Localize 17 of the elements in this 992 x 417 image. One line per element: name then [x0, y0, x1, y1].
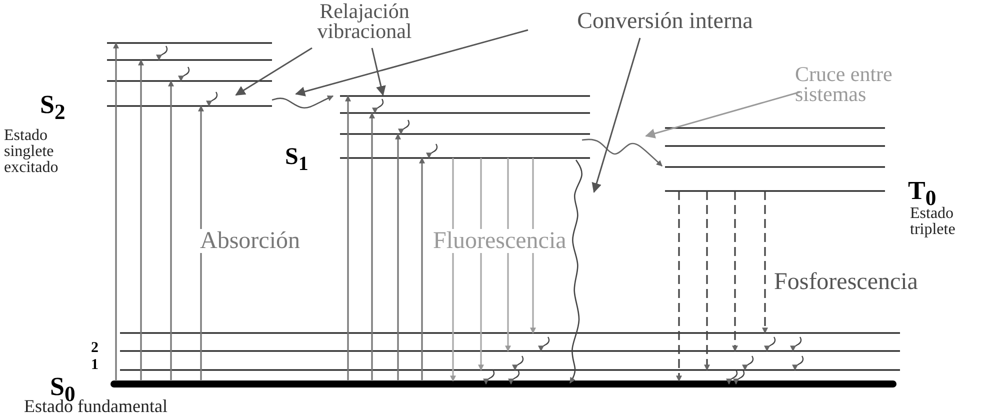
state-description: Estado triplete: [910, 206, 956, 238]
state-label: S$_{2}$: [40, 92, 66, 124]
leader-arrow: [592, 38, 641, 193]
process-label: Absorción: [200, 229, 300, 253]
process-label: Fosforescencia: [774, 270, 918, 294]
level-number: 1: [91, 358, 98, 373]
state-description: Estado singlete excitado: [4, 128, 60, 176]
process-label: Fluorescencia: [433, 229, 566, 253]
leader-arrow: [295, 29, 528, 96]
callout-text: Cruce entre sistemas: [795, 65, 935, 105]
leader-arrow: [235, 47, 312, 96]
state-label: S$_{1}$: [285, 145, 308, 174]
level-number: 2: [91, 341, 98, 356]
leader-arrow: [371, 48, 386, 96]
leader-arrow: [645, 91, 800, 138]
callout-text: Relajación vibracional: [292, 2, 437, 42]
callout-text: Conversión interna: [530, 10, 800, 32]
